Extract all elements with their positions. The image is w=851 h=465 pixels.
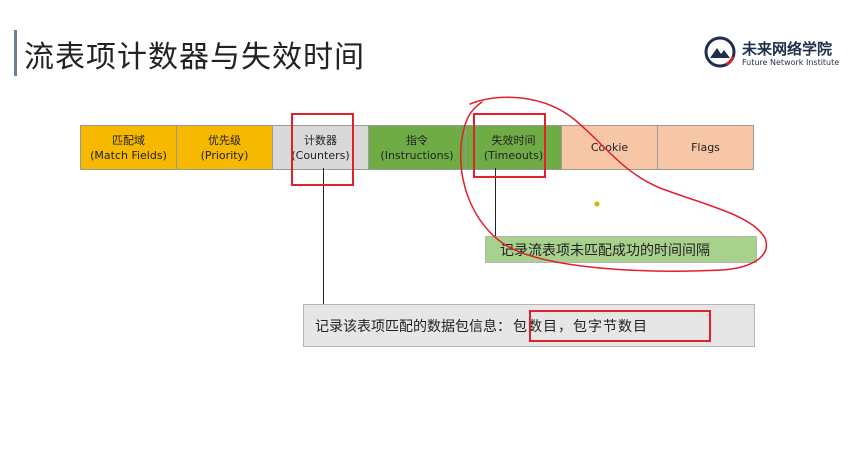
field-timeouts: 失效时间 (Timeouts) xyxy=(466,126,562,169)
pointer-dot xyxy=(594,201,600,207)
counters-info-highlight-box xyxy=(529,310,711,342)
timeouts-connector-line xyxy=(495,168,496,238)
slide-title: 流表项计数器与失效时间 xyxy=(24,40,365,75)
field-priority-en: (Priority) xyxy=(200,148,249,162)
field-instructions: 指令 (Instructions) xyxy=(369,126,466,169)
timeouts-note: 记录流表项未匹配成功的时间间隔 xyxy=(485,236,757,263)
field-match-fields-zh: 匹配域 xyxy=(112,133,145,147)
field-counters-en: (Counters) xyxy=(291,148,350,162)
field-instructions-zh: 指令 xyxy=(406,133,428,147)
field-match-fields-en: (Match Fields) xyxy=(90,148,167,162)
field-priority: 优先级 (Priority) xyxy=(177,126,273,169)
logo: 未来网络学院 Future Network Institute xyxy=(704,36,844,76)
timeouts-note-text: 记录流表项未匹配成功的时间间隔 xyxy=(500,242,710,259)
logo-mountain-icon xyxy=(704,36,736,68)
field-flags-label: Flags xyxy=(691,141,720,154)
field-instructions-en: (Instructions) xyxy=(380,148,454,162)
counters-note-prefix: 记录该表项匹配的数据包信息： xyxy=(315,318,511,335)
counters-connector-line xyxy=(323,168,324,304)
field-flags: Flags xyxy=(658,126,753,169)
field-counters-zh: 计数器 xyxy=(304,133,337,147)
counters-note-highlight: 包数目，包字节数目 xyxy=(513,318,648,335)
freehand-circle-annotation xyxy=(459,96,768,272)
field-timeouts-zh: 失效时间 xyxy=(491,133,536,147)
field-priority-zh: 优先级 xyxy=(208,133,241,147)
logo-name-en: Future Network Institute xyxy=(742,58,840,67)
timeouts-highlight-box xyxy=(473,113,546,178)
logo-name-cn: 未来网络学院 xyxy=(742,40,833,58)
field-timeouts-en: (Timeouts) xyxy=(483,148,544,162)
counters-highlight-box xyxy=(291,113,354,186)
field-cookie: Cookie xyxy=(562,126,658,169)
title-accent-bar xyxy=(14,30,17,76)
field-match-fields: 匹配域 (Match Fields) xyxy=(81,126,177,169)
